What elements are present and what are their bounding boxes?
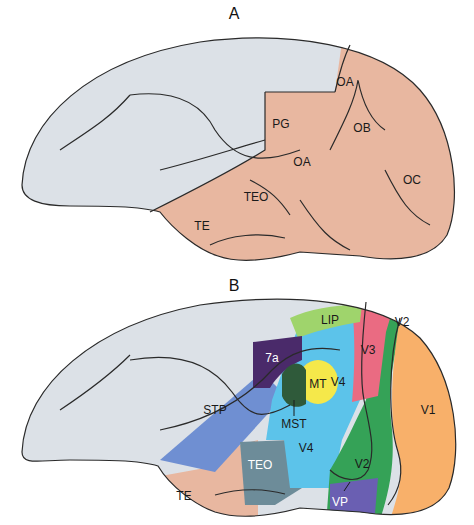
brain-b: [22, 296, 474, 525]
area-label: V2: [355, 457, 370, 471]
area-label: V3: [361, 343, 376, 357]
area-label: TEO: [248, 458, 273, 472]
area-label: PG: [272, 117, 289, 131]
area-label: MST: [281, 417, 306, 431]
area-label: 7a: [265, 351, 278, 365]
area-label: OA: [293, 155, 310, 169]
area-label: STP: [203, 403, 226, 417]
area-label: OB: [353, 121, 370, 135]
area-label: TEO: [244, 190, 269, 204]
area-label: V2: [395, 315, 410, 329]
brain-a: [22, 20, 474, 290]
area-label: V4: [299, 441, 314, 455]
area-label: OA: [336, 75, 353, 89]
area-label: V1: [421, 403, 436, 417]
area-label: OC: [403, 173, 421, 187]
area-label: MT: [309, 377, 326, 391]
area-label: TE: [194, 219, 209, 233]
panel-letter: A: [229, 5, 240, 23]
panel-letter: B: [229, 277, 240, 295]
area-label: LIP: [321, 313, 339, 327]
area-label: V4: [331, 375, 346, 389]
area-label: VP: [332, 495, 348, 509]
area-label: TE: [176, 489, 191, 503]
